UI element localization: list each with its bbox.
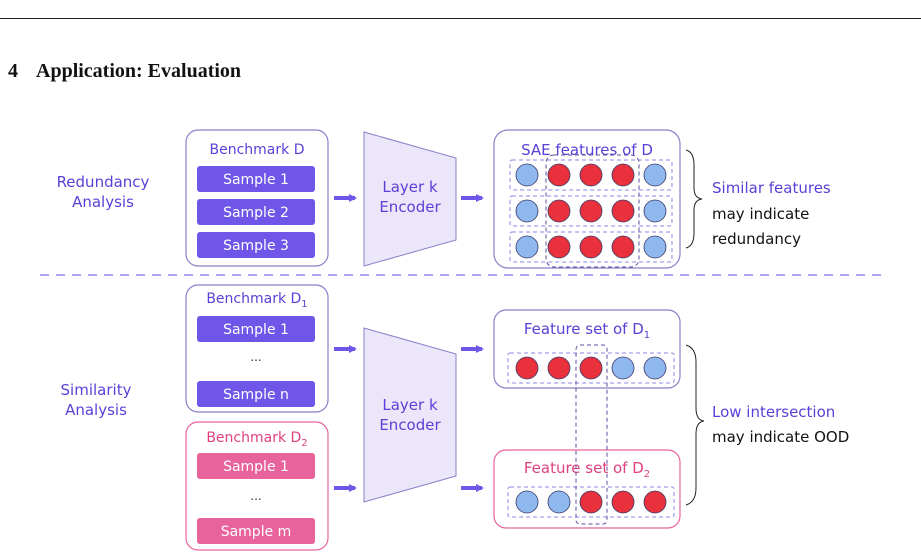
d1-sample-1-label: Sample 1 xyxy=(223,322,289,338)
benchmark-d2-title: Benchmark D2 xyxy=(206,430,307,449)
inactive-feature-circle xyxy=(515,235,539,259)
d2-sample-m-box xyxy=(197,518,315,544)
inactive-feature-circle xyxy=(515,490,539,514)
encoder-2-line2: Encoder xyxy=(379,416,441,434)
inactive-feature-circle xyxy=(643,235,667,259)
feature-row-3-frame xyxy=(509,231,673,263)
sample-1-label: Sample 1 xyxy=(223,172,289,188)
shared-features-highlight xyxy=(545,154,640,268)
similarity-label-line1: Similarity xyxy=(61,381,132,399)
similarity-feature-circles xyxy=(515,356,667,514)
active-feature-circle xyxy=(643,490,667,514)
similarity-note-line2: may indicate OOD xyxy=(712,428,849,446)
feature-set-d2-panel: Feature set of D2 xyxy=(493,449,681,529)
benchmark-d1-title: Benchmark D1 xyxy=(206,291,307,310)
intersection-highlight xyxy=(575,344,608,525)
benchmark-d1-panel: Benchmark D1 Sample 1 ... Sample n xyxy=(185,284,329,413)
sample-1-box xyxy=(197,166,315,192)
similarity-label-line2: Analysis xyxy=(65,401,127,419)
inactive-feature-circle xyxy=(515,163,539,187)
active-feature-circle xyxy=(547,163,571,187)
top-rule xyxy=(0,18,921,19)
redundancy-brace xyxy=(685,149,703,249)
sample-3-label: Sample 3 xyxy=(223,238,289,254)
feature-row-2-frame xyxy=(509,195,673,227)
feature-row-1-frame xyxy=(509,159,673,191)
similarity-brace xyxy=(685,344,705,506)
d2-sample-1-label: Sample 1 xyxy=(223,459,289,475)
encoder-2-line1: Layer k xyxy=(382,396,438,414)
sample-2-box xyxy=(197,199,315,225)
active-feature-circle xyxy=(579,235,603,259)
feature-set-d1-title: Feature set of D1 xyxy=(524,320,650,341)
section-heading: 4 Application: Evaluation xyxy=(8,60,241,83)
redundancy-feature-circles xyxy=(515,163,667,259)
sample-2-label: Sample 2 xyxy=(223,205,289,221)
inactive-feature-circle xyxy=(515,199,539,223)
active-feature-circle xyxy=(579,490,603,514)
sae-features-title: SAE features of D xyxy=(521,141,653,159)
encoder-2: Layer k Encoder xyxy=(363,327,457,503)
redundancy-note-line3: redundancy xyxy=(712,230,801,248)
d2-sample-1-box xyxy=(197,453,315,479)
sae-features-panel: SAE features of D xyxy=(493,129,681,269)
redundancy-label-line1: Redundancy xyxy=(57,173,150,191)
active-feature-circle xyxy=(515,356,539,380)
fs1-row-frame xyxy=(507,352,675,384)
sample-3-box xyxy=(197,232,315,258)
active-feature-circle xyxy=(579,199,603,223)
redundancy-note-line1: Similar features xyxy=(712,179,831,197)
benchmark-d2-panel: Benchmark D2 Sample 1 ... Sample m xyxy=(185,421,329,551)
d1-ellipsis: ... xyxy=(250,350,261,364)
active-feature-circle xyxy=(547,235,571,259)
encoder-1-line1: Layer k xyxy=(382,178,438,196)
active-feature-circle xyxy=(579,163,603,187)
inactive-feature-circle xyxy=(547,490,571,514)
d2-sample-m-label: Sample m xyxy=(221,524,292,540)
inactive-feature-circle xyxy=(643,199,667,223)
d1-sample-n-label: Sample n xyxy=(223,387,289,403)
active-feature-circle xyxy=(611,490,635,514)
active-feature-circle xyxy=(611,235,635,259)
active-feature-circle xyxy=(579,356,603,380)
inactive-feature-circle xyxy=(643,163,667,187)
active-feature-circle xyxy=(611,163,635,187)
similarity-note-line1: Low intersection xyxy=(712,403,835,421)
feature-set-d2-title: Feature set of D2 xyxy=(524,459,650,480)
active-feature-circle xyxy=(547,199,571,223)
section-number: 4 xyxy=(8,60,18,82)
active-feature-circle xyxy=(611,199,635,223)
section-title: Application: Evaluation xyxy=(36,60,242,82)
d1-sample-1-box xyxy=(197,316,315,342)
encoder-1: Layer k Encoder xyxy=(363,131,457,267)
d1-sample-n-box xyxy=(197,381,315,407)
redundancy-note-line2: may indicate xyxy=(712,205,809,223)
active-feature-circle xyxy=(547,356,571,380)
d2-ellipsis: ... xyxy=(250,489,261,503)
encoder-1-line2: Encoder xyxy=(379,198,441,216)
benchmark-d-title: Benchmark D xyxy=(210,142,305,158)
fs2-row-frame xyxy=(507,486,675,518)
inactive-feature-circle xyxy=(611,356,635,380)
redundancy-label-line2: Analysis xyxy=(72,193,134,211)
inactive-feature-circle xyxy=(643,356,667,380)
benchmark-d-panel: Benchmark D Sample 1 Sample 2 Sample 3 xyxy=(185,129,329,267)
